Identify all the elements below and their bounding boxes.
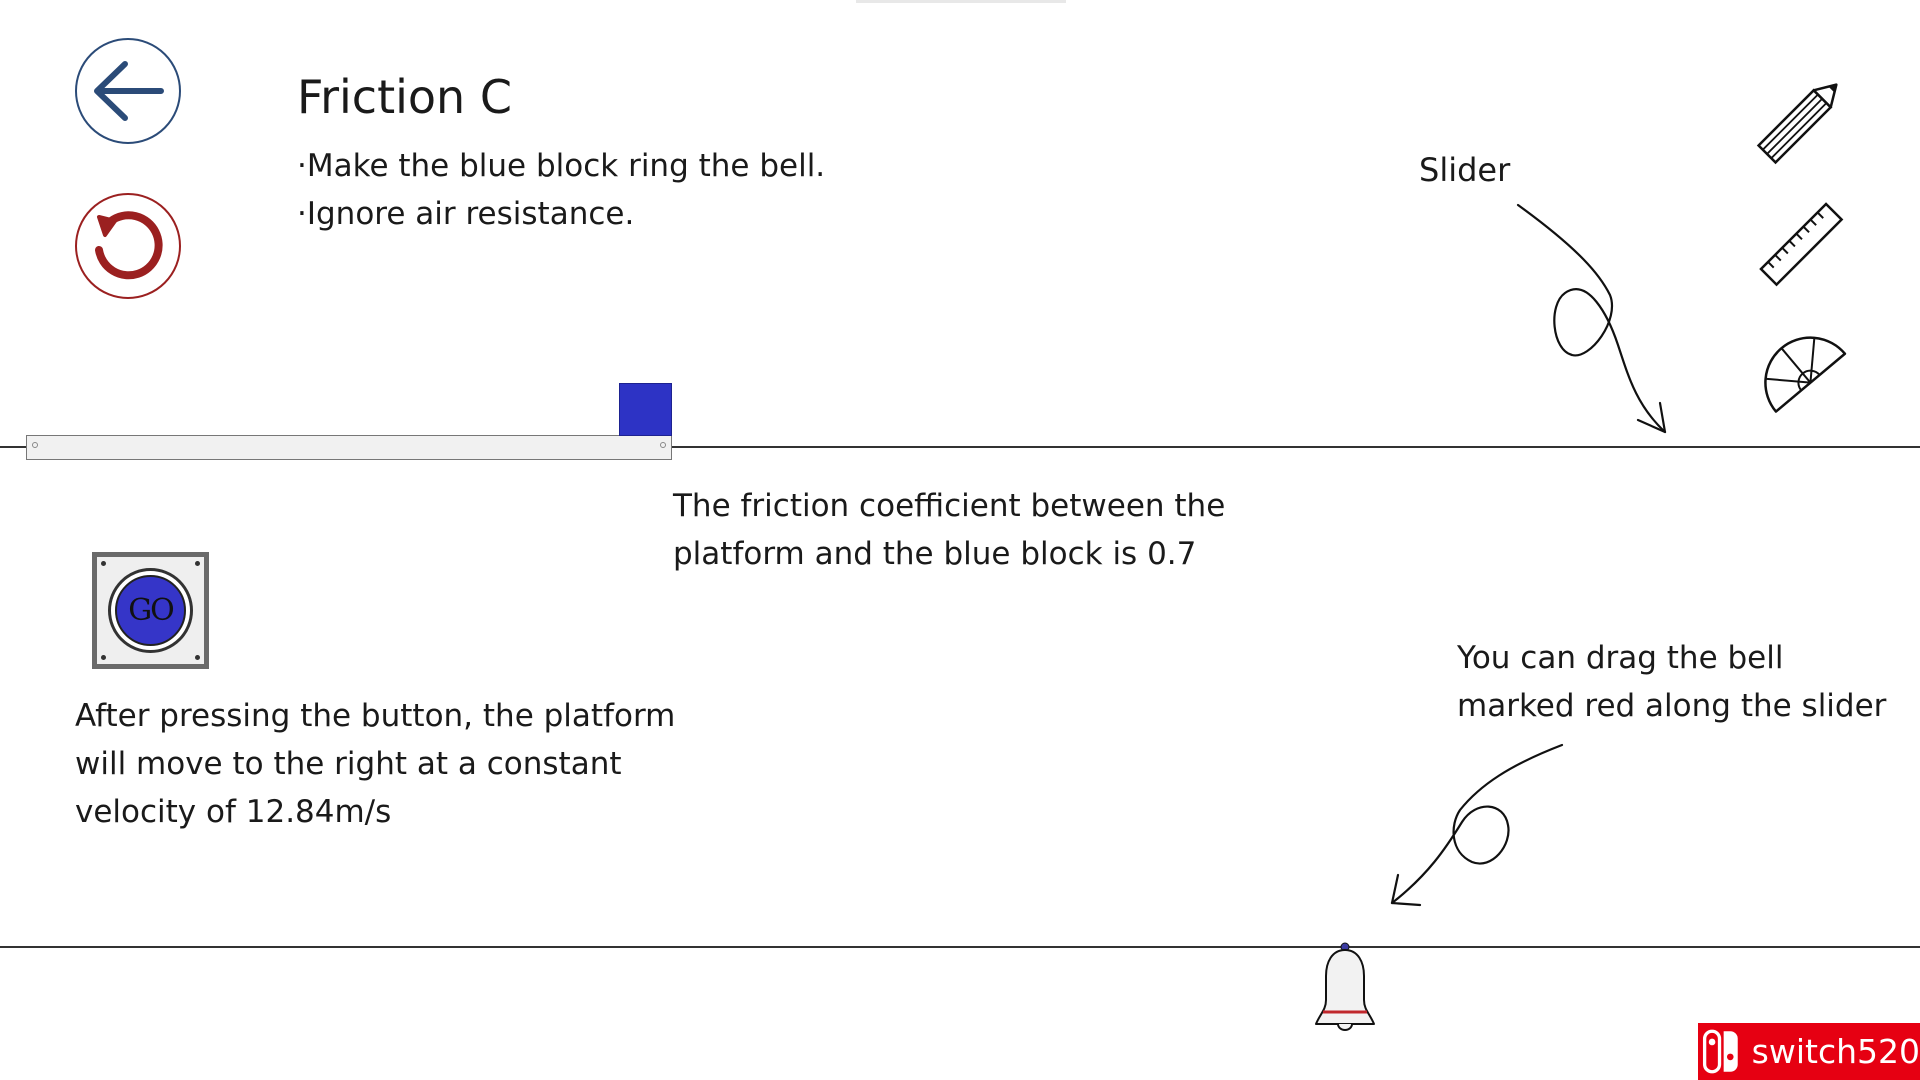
- screw: [660, 442, 666, 448]
- pencil-icon[interactable]: [1748, 70, 1854, 170]
- reset-button[interactable]: [75, 193, 181, 299]
- back-button[interactable]: [75, 38, 181, 144]
- protractor-icon[interactable]: [1754, 325, 1854, 425]
- drag-bell-note-line: marked red along the slider: [1457, 688, 1887, 724]
- arrow-left-icon: [94, 61, 164, 121]
- go-button-plate: GO: [97, 557, 204, 664]
- level-title: Friction C: [297, 70, 512, 124]
- moving-platform: [26, 435, 672, 460]
- curly-arrow-icon: [1390, 743, 1564, 907]
- friction-note-line: platform and the blue block is 0.7: [673, 536, 1197, 572]
- drag-bell-note: You can drag the bell marked red along t…: [1457, 634, 1886, 730]
- bell-icon[interactable]: [1310, 940, 1380, 1040]
- friction-note-line: The friction coefficient between the: [673, 488, 1226, 524]
- watermark-badge: switch520: [1698, 1023, 1920, 1080]
- slider-label: Slider: [1419, 151, 1511, 189]
- velocity-note-line: velocity of 12.84m/s: [75, 794, 392, 830]
- velocity-note-line: After pressing the button, the platform: [75, 698, 676, 734]
- screw: [195, 655, 200, 660]
- screw: [101, 655, 106, 660]
- screw: [32, 442, 38, 448]
- drag-bell-note-line: You can drag the bell: [1457, 640, 1784, 676]
- slider-track: [0, 446, 1920, 448]
- switch-logo-icon: [1702, 1029, 1738, 1074]
- ground-slider: [0, 946, 1920, 948]
- instruction-line: ·Ignore air resistance.: [297, 196, 635, 232]
- go-button-label: GO: [115, 575, 186, 646]
- go-button-ring: GO: [108, 568, 193, 653]
- velocity-note-line: will move to the right at a constant: [75, 746, 622, 782]
- ruler-icon[interactable]: [1752, 195, 1852, 295]
- screw: [195, 561, 200, 566]
- watermark-text: switch520: [1751, 1032, 1920, 1071]
- velocity-note: After pressing the button, the platform …: [75, 692, 675, 836]
- top-handle: [856, 0, 1066, 3]
- curly-arrow-icon: [1516, 203, 1667, 434]
- friction-note: The friction coefficient between the pla…: [673, 482, 1225, 578]
- blue-block: [619, 383, 672, 436]
- go-button[interactable]: GO: [92, 552, 209, 669]
- rotate-ccw-icon: [95, 211, 163, 280]
- instruction-line: ·Make the blue block ring the bell.: [297, 148, 826, 184]
- screw: [101, 561, 106, 566]
